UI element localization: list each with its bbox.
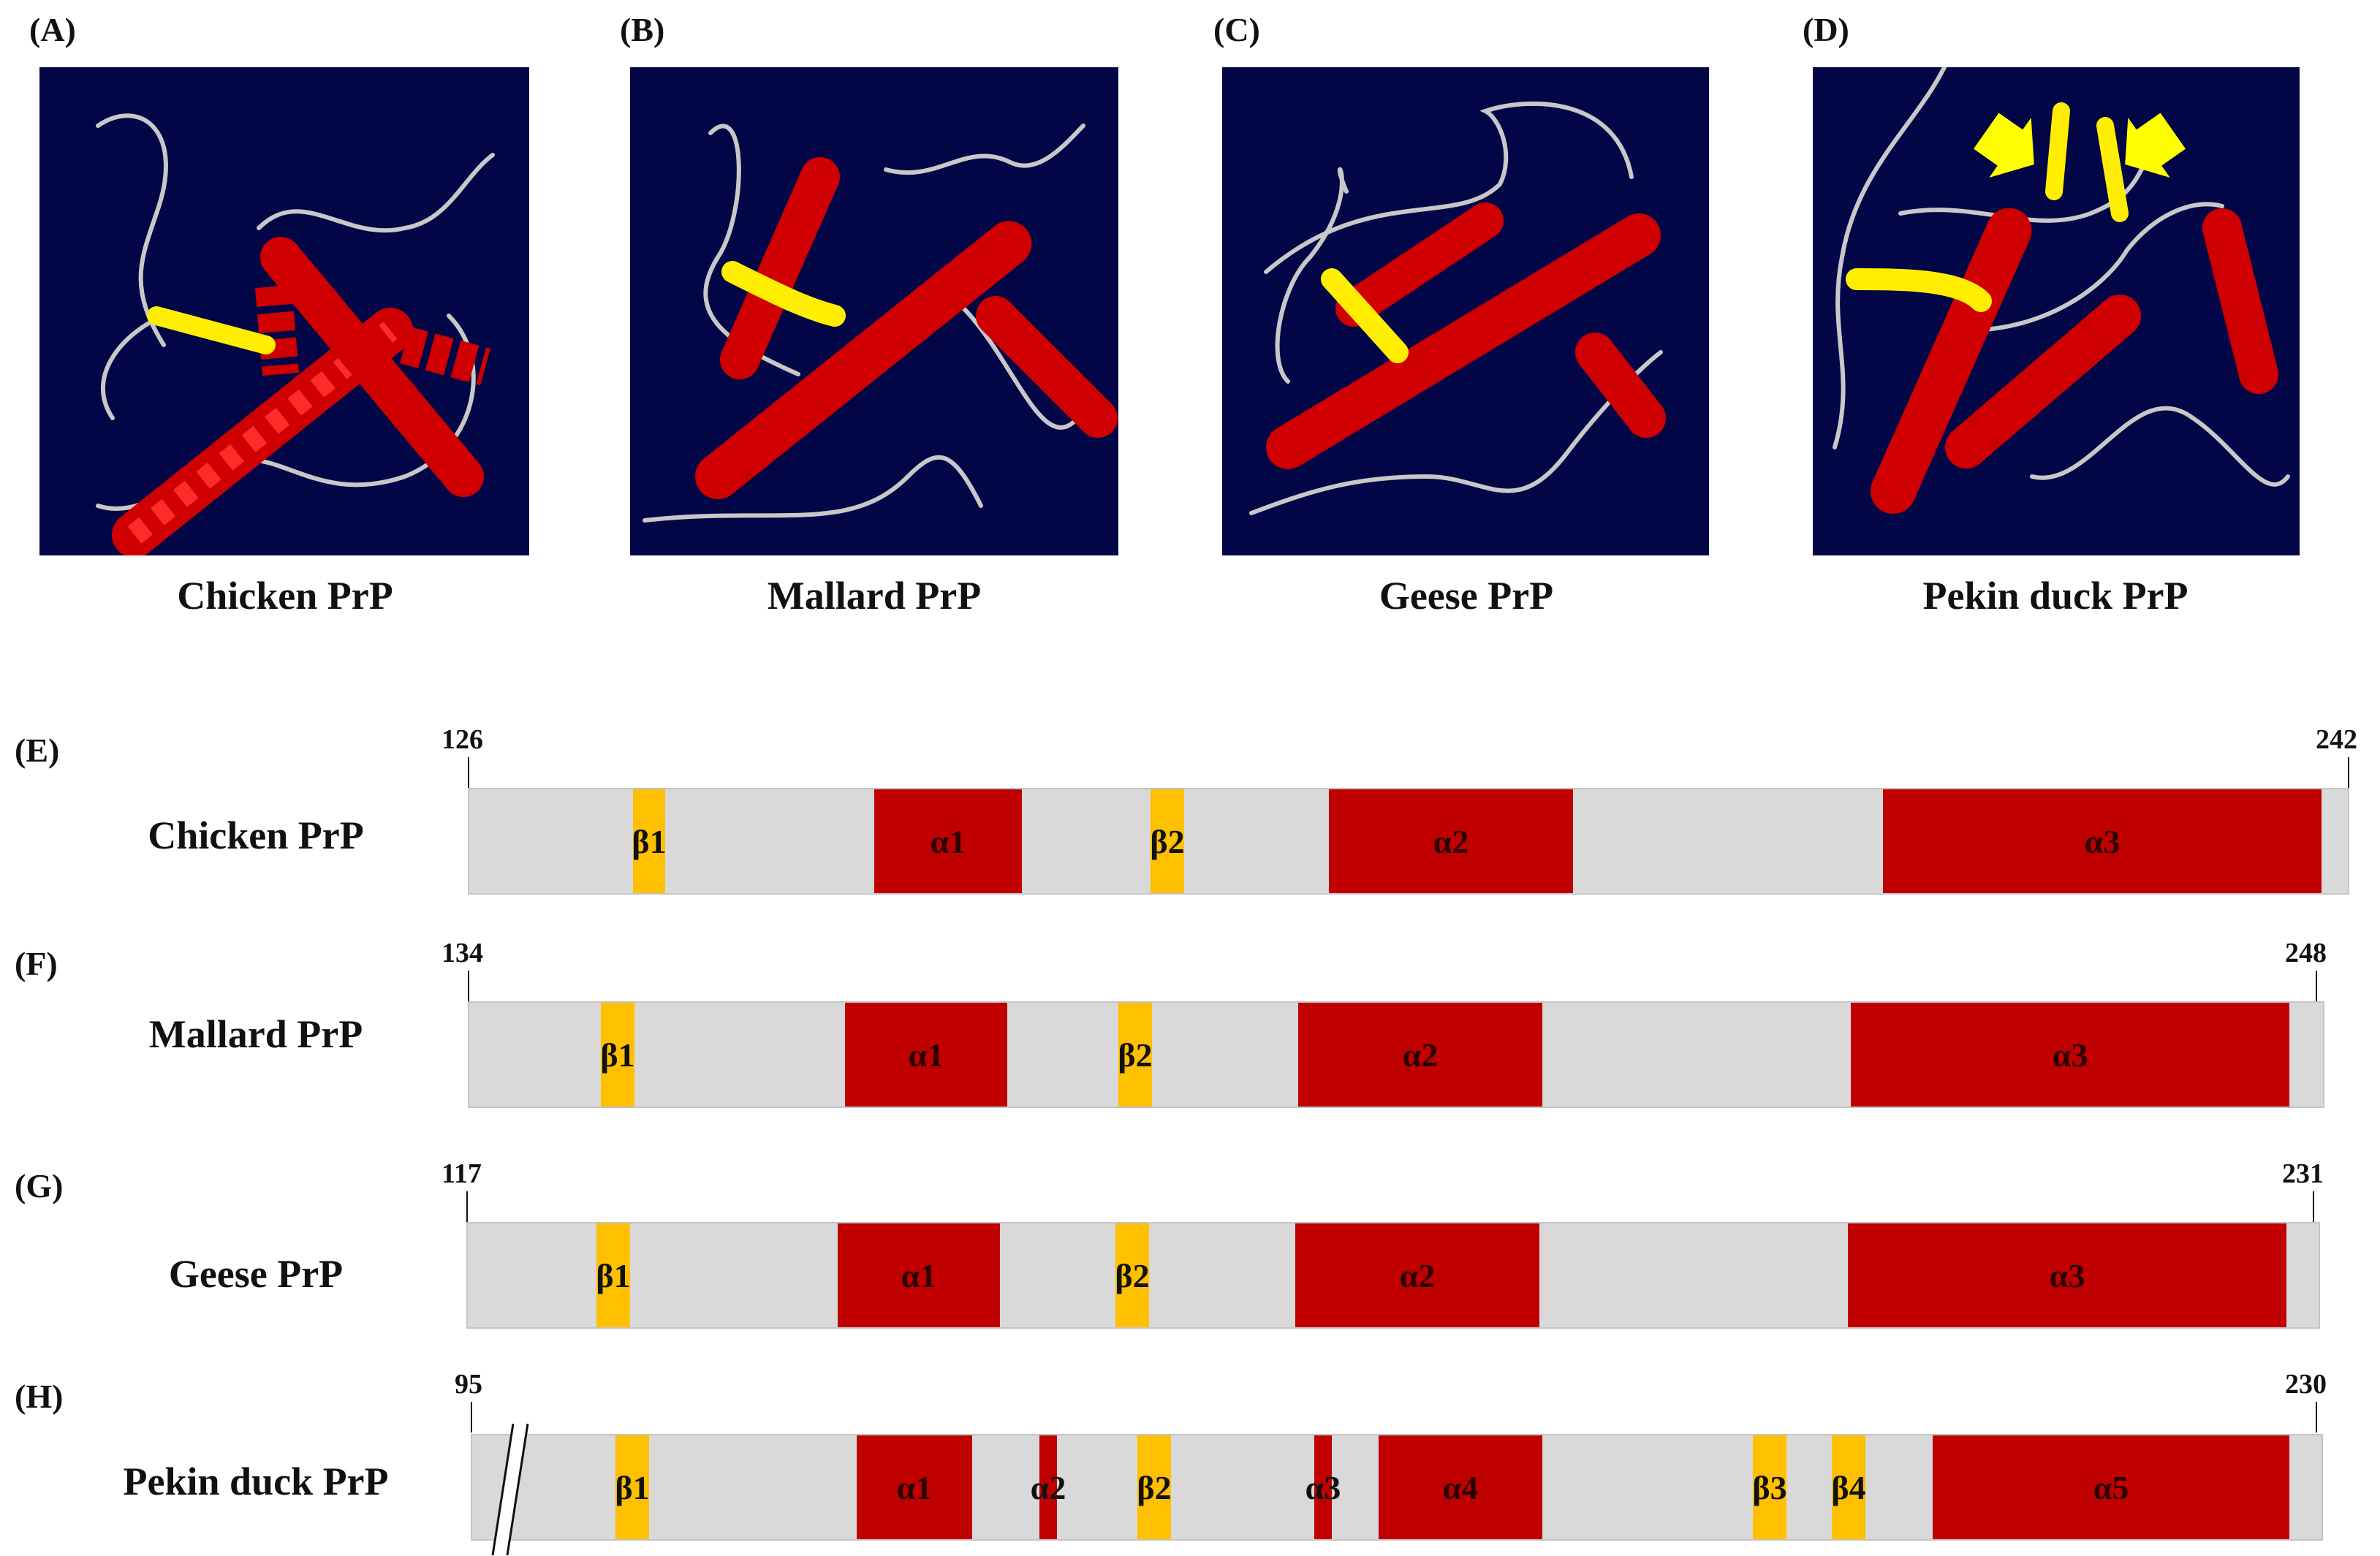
start-residue: 117	[441, 1158, 482, 1189]
helix-segment: α1	[838, 1223, 1000, 1327]
helix-segment: α3	[1848, 1223, 2286, 1327]
structure-caption-mallard: Mallard PrP	[767, 574, 982, 618]
strand-segment: β4	[1831, 1435, 1866, 1539]
helix-segment: α3	[1851, 1003, 2289, 1107]
helix-segment: α1	[857, 1435, 972, 1539]
sequence-track-chicken: β1 α1 β2 α2 α3	[468, 788, 2349, 895]
start-residue: 134	[441, 938, 483, 968]
strand-segment: β2	[1115, 1223, 1150, 1327]
start-tick	[468, 757, 469, 788]
sequence-track-pekin-duck: β1 α1 α2 β2 α3 α4 β3 β4 α5	[471, 1434, 2323, 1541]
structure-caption-geese: Geese PrP	[1379, 574, 1554, 618]
start-residue: 95	[455, 1369, 482, 1400]
map-name-geese: Geese PrP	[168, 1252, 344, 1296]
start-tick	[471, 1402, 472, 1432]
end-tick	[2316, 971, 2317, 1001]
start-tick	[466, 1191, 468, 1222]
structure-image-geese	[1222, 67, 1709, 555]
end-residue: 248	[2285, 938, 2327, 968]
map-name-pekin-duck: Pekin duck PrP	[123, 1460, 389, 1503]
helix-segment: α3	[1883, 789, 2322, 893]
strand-segment: β1	[596, 1223, 631, 1327]
sequence-track-geese: β1 α1 β2 α2 α3	[466, 1222, 2320, 1329]
panel-letter-b: (B)	[620, 11, 665, 48]
structure-image-chicken	[39, 67, 529, 555]
structure-image-mallard	[630, 67, 1118, 555]
arrow-indicator-icon	[1974, 113, 2034, 178]
panel-letter-a: (A)	[29, 11, 76, 48]
helix-segment: α5	[1933, 1435, 2289, 1539]
map-letter-h: (H)	[15, 1378, 64, 1415]
map-letter-g: (G)	[15, 1167, 64, 1204]
strand-segment: β1	[600, 1003, 635, 1107]
helix-segment: α1	[845, 1003, 1007, 1107]
strand-segment: β2	[1150, 789, 1185, 893]
structure-caption-pekin-duck: Pekin duck PrP	[1922, 574, 2188, 618]
helix-segment: α2	[1295, 1223, 1539, 1327]
map-name-mallard: Mallard PrP	[148, 1012, 363, 1056]
end-residue: 242	[2316, 724, 2357, 755]
panel-letter-d: (D)	[1803, 11, 1849, 48]
strand-segment: β1	[632, 789, 667, 893]
end-residue: 230	[2285, 1369, 2327, 1400]
start-residue: 126	[441, 724, 483, 755]
helix-segment: α3	[1305, 1435, 1341, 1539]
map-letter-e: (E)	[15, 732, 60, 769]
helix-segment: α2	[1329, 789, 1573, 893]
end-residue: 231	[2282, 1158, 2324, 1189]
structure-image-pekin-duck	[1813, 67, 2300, 555]
strand-segment: β3	[1752, 1435, 1787, 1539]
helix-segment: α2	[1298, 1003, 1542, 1107]
map-letter-f: (F)	[15, 945, 58, 982]
end-tick	[2313, 1191, 2314, 1222]
structure-caption-chicken: Chicken PrP	[177, 574, 393, 618]
strand-segment: β2	[1118, 1003, 1153, 1107]
map-name-chicken: Chicken PrP	[148, 813, 364, 857]
strand-segment: β2	[1137, 1435, 1172, 1539]
strand-segment: β1	[615, 1435, 650, 1539]
panel-letter-c: (C)	[1213, 11, 1260, 48]
helix-segment: α1	[874, 789, 1022, 893]
helix-segment: α4	[1379, 1435, 1542, 1539]
start-tick	[468, 971, 469, 1001]
sequence-track-mallard: β1 α1 β2 α2 α3	[468, 1001, 2324, 1108]
helix-segment: α2	[1031, 1435, 1066, 1539]
end-tick	[2316, 1402, 2317, 1432]
end-tick	[2348, 757, 2349, 788]
sequence-break-icon	[491, 1424, 529, 1555]
arrow-indicator-icon	[2125, 113, 2186, 178]
